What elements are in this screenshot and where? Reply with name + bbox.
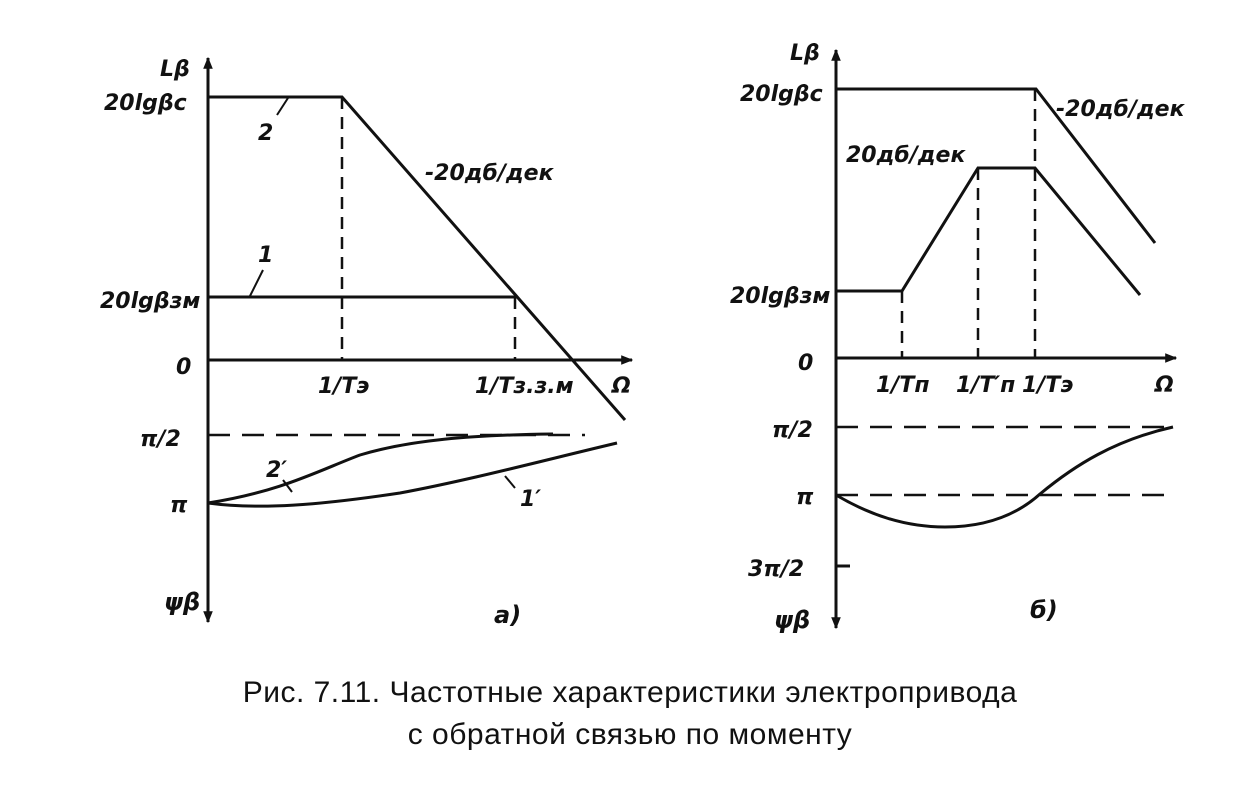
- panel-a-leader-2: [276, 97, 289, 116]
- panel-a-pi-label: π: [170, 493, 188, 518]
- panel-a-panel-label: а): [494, 601, 521, 629]
- panel-a-phase-curve-1-label: 1′: [520, 487, 541, 512]
- panel-a-zero-label: 0: [176, 355, 191, 380]
- panel-a-half-pi-label: π/2: [140, 427, 181, 452]
- panel-b-x-tick-3: 1/Tэ: [1022, 373, 1073, 398]
- panel-a-x-tick-1: 1/Tэ: [318, 374, 369, 399]
- panel-b-three-half-pi-label: 3π/2: [748, 557, 804, 582]
- panel-a-level-low-label: 20lgβзм: [100, 289, 200, 314]
- panel-a-y-axis-bottom-label: ψβ: [164, 588, 200, 616]
- panel-b-y-axis-top-label: Lβ: [790, 41, 820, 66]
- panel-b-half-pi-label: π/2: [772, 418, 813, 443]
- panel-b-y-axis-bottom-label: ψβ: [774, 606, 810, 634]
- panel-b-zero-label: 0: [798, 351, 813, 376]
- panel-a-x-axis-label: Ω: [611, 374, 631, 399]
- panel-a-leader-1prime: [504, 475, 516, 489]
- panel-b-slope-down-label: -20дб/дек: [1056, 97, 1186, 122]
- panel-b-phase-curve: [835, 425, 1174, 529]
- panel-a-leader-2prime: [282, 479, 293, 493]
- panel-b: [831, 48, 1178, 630]
- panel-a-level-high-label: 20lgβс: [104, 91, 187, 116]
- panel-a-curve-1-label: 1: [258, 243, 273, 268]
- panel-a-curve-2-label: 2: [258, 121, 273, 146]
- panel-b-amplitude-low: [836, 166, 1142, 296]
- panel-a-y-axis-top-label: Lβ: [160, 57, 190, 82]
- panel-b-x-tick-1: 1/Tп: [876, 373, 930, 398]
- panel-a-slope-label: -20дб/дек: [425, 161, 555, 186]
- panel-b-x-tick-2: 1/T′п: [956, 373, 1015, 398]
- panel-b-labels: Lβ ψβ Ω 20lgβс 20lgβзм 0 1/Tп 1/T′п 1/Tэ…: [730, 41, 1186, 634]
- panel-b-x-axis-label: Ω: [1154, 373, 1174, 398]
- panel-a-labels: Lβ ψβ Ω 20lgβс 20lgβзм 0 1/Tэ 1/Tз.з.м -…: [100, 57, 631, 629]
- figure-caption-line-2: с обратной связью по моменту: [407, 718, 853, 751]
- panel-a-leader-1: [249, 269, 264, 297]
- panel-b-slope-up-label: 20дб/дек: [846, 143, 966, 168]
- panel-a-phase-curve-1: [207, 441, 618, 508]
- figure-caption-line-1: Рис. 7.11. Частотные характеристики элек…: [242, 676, 1018, 709]
- panel-b-panel-label: б): [1030, 596, 1058, 624]
- panel-a-phase-curve-2: [207, 432, 554, 505]
- panel-a-x-tick-2: 1/Tз.з.м: [475, 374, 574, 399]
- panel-a-phase-curve-2-label: 2′: [266, 458, 287, 483]
- panel-b-level-high-label: 20lgβс: [740, 82, 823, 107]
- panel-a: [203, 56, 634, 624]
- panel-b-pi-label: π: [796, 485, 814, 510]
- panel-b-level-low-label: 20lgβзм: [730, 284, 830, 309]
